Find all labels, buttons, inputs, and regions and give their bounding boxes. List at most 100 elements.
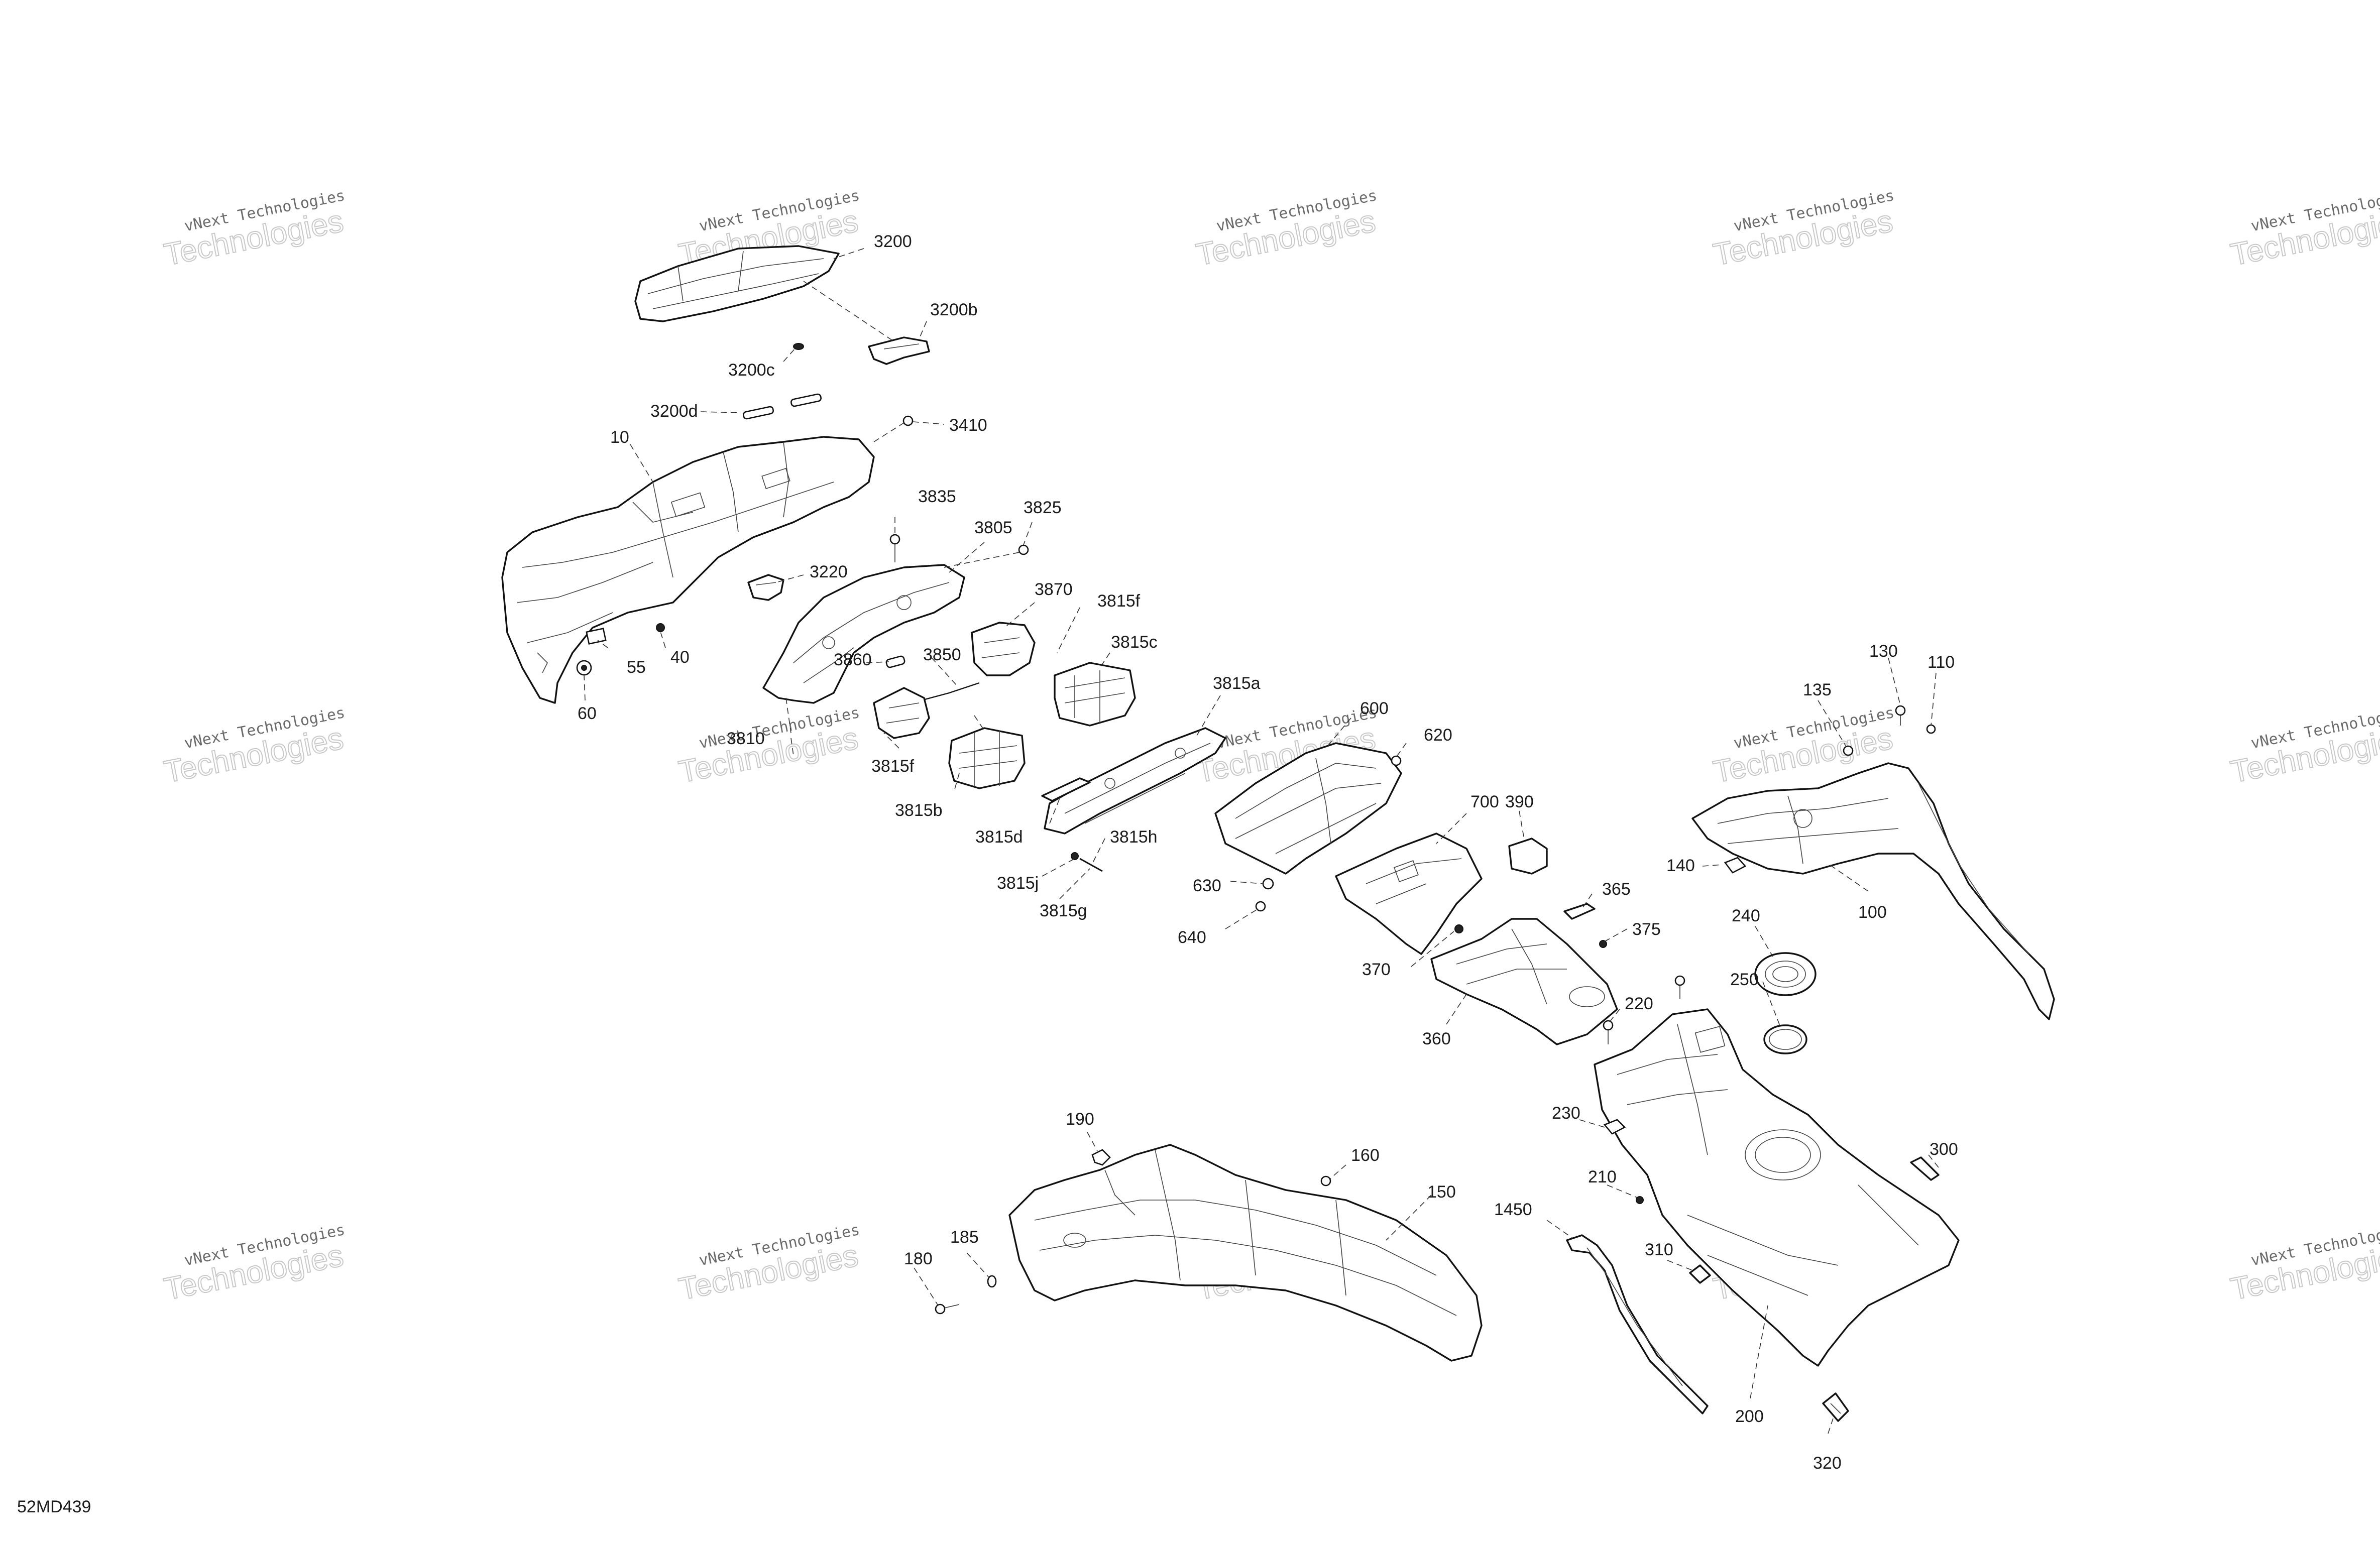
part-375: [1599, 940, 1607, 948]
callout-3815c: 3815c: [1111, 633, 1158, 652]
part-3815j: [1071, 852, 1079, 860]
part-250-gasket: [1763, 1024, 1807, 1054]
part-700-panel: [1335, 833, 1483, 955]
part-3815a-fusebox: [1044, 727, 1226, 835]
callout-365: 365: [1602, 880, 1631, 899]
part-190: [1091, 1149, 1111, 1166]
part-3815d: [1041, 777, 1091, 802]
part-3410-screw: [902, 415, 914, 426]
callout-600: 600: [1360, 699, 1389, 718]
part-3870: [971, 622, 1036, 676]
callout-3850: 3850: [923, 645, 961, 664]
watermark: Technologies vNext Technologies: [675, 704, 861, 790]
part-3805-support: [762, 564, 965, 704]
callout-230: 230: [1552, 1104, 1580, 1123]
callout-3805: 3805: [974, 518, 1012, 537]
watermark: Technologies vNext Technologies: [2227, 704, 2380, 790]
callout-180: 180: [904, 1249, 933, 1268]
part-370: [1454, 924, 1463, 933]
callout-3410: 3410: [949, 416, 987, 435]
callout-3200: 3200: [874, 232, 912, 251]
callout-3815a: 3815a: [1213, 674, 1261, 693]
callout-110: 110: [1928, 653, 1955, 672]
callout-3815d: 3815d: [975, 827, 1023, 847]
callout-370: 370: [1362, 960, 1391, 979]
callout-130: 130: [1869, 642, 1898, 661]
callout-250: 250: [1730, 970, 1759, 989]
callout-3815f: 3815f: [1097, 591, 1141, 611]
callout-620: 620: [1424, 726, 1452, 745]
part-600-tray: [1214, 742, 1402, 875]
callout-135: 135: [1803, 680, 1832, 699]
callout-3825: 3825: [1024, 498, 1062, 517]
callout-3200d: 3200d: [650, 402, 698, 421]
part-3825-nut: [1018, 544, 1029, 555]
part-3815h: [1079, 858, 1103, 872]
part-300: [1910, 1156, 1940, 1181]
part-130-screw: [1895, 705, 1906, 726]
part-10-front-fairing: [501, 436, 875, 704]
watermark: Technologies vNext Technologies: [1710, 187, 1896, 273]
callout-3810: 3810: [727, 729, 765, 748]
part-110: [1926, 724, 1936, 734]
callout-1450: 1450: [1494, 1200, 1532, 1219]
callout-3200b: 3200b: [930, 300, 978, 319]
callout-390: 390: [1505, 792, 1534, 811]
callout-200: 200: [1735, 1407, 1764, 1426]
callout-160: 160: [1351, 1146, 1380, 1165]
part-135: [1843, 745, 1854, 756]
part-3200d-pins: [743, 393, 822, 420]
watermark: Technologies vNext Technologies: [161, 704, 347, 790]
part-3200-instrument-cluster: [634, 245, 840, 322]
callout-3815b: 3815b: [895, 801, 943, 820]
part-320: [1822, 1392, 1849, 1422]
callout-55: 55: [627, 658, 646, 677]
watermark: Technologies vNext Technologies: [161, 1221, 347, 1308]
callout-240: 240: [1732, 906, 1760, 925]
part-55: [586, 628, 607, 645]
part-365: [1563, 903, 1596, 920]
watermark: Technologies vNext Technologies: [1193, 187, 1379, 273]
watermark-group: Technologies vNext Technologies Technolo…: [161, 187, 2380, 1308]
callout-3815g: 3815g: [1040, 901, 1087, 920]
part-160: [1320, 1175, 1331, 1186]
part-3835-bolt: [889, 534, 900, 562]
part-200-tank-cover: [1594, 1008, 1960, 1367]
callout-185: 185: [950, 1228, 979, 1247]
callout-3815f-2: 3815f: [871, 757, 915, 776]
part-1450-strap: [1566, 1234, 1709, 1414]
part-220-screw: [1674, 975, 1685, 999]
part-180-screw: [935, 1303, 960, 1315]
callout-210: 210: [1588, 1167, 1617, 1186]
part-3815b-module: [948, 727, 1026, 789]
part-100-side-panel: [1691, 762, 2055, 1020]
part-185: [987, 1275, 997, 1288]
part-390: [1508, 838, 1548, 875]
callout-60: 60: [578, 704, 597, 723]
callout-3815j: 3815j: [997, 874, 1039, 893]
part-3860: [885, 655, 905, 668]
part-210: [1636, 1196, 1644, 1204]
leader-lines: [584, 248, 1939, 1434]
callout-320: 320: [1813, 1454, 1842, 1473]
callout-40: 40: [670, 648, 690, 667]
part-630: [1262, 878, 1274, 890]
callout-labels: 3200 3200b 3200c 3200d 3410 10 3835 3825…: [578, 232, 1958, 1473]
callout-10: 10: [610, 428, 629, 447]
callout-3815h: 3815h: [1110, 827, 1158, 847]
part-360-console: [1430, 918, 1618, 1045]
watermark: Technologies vNext Technologies: [675, 1221, 861, 1308]
callout-3870: 3870: [1035, 580, 1073, 599]
part-3220: [747, 574, 784, 601]
part-3815c-module: [1054, 662, 1136, 727]
watermark: Technologies vNext Technologies: [2227, 187, 2380, 273]
callout-190: 190: [1066, 1110, 1094, 1129]
part-3200b-bracket: [868, 336, 930, 365]
callout-3200c: 3200c: [728, 361, 775, 380]
part-220-screw: [1603, 1020, 1614, 1044]
callout-100: 100: [1858, 903, 1887, 922]
callout-3835: 3835: [918, 487, 956, 506]
callout-630: 630: [1193, 876, 1221, 895]
part-240-ring: [1754, 952, 1817, 996]
